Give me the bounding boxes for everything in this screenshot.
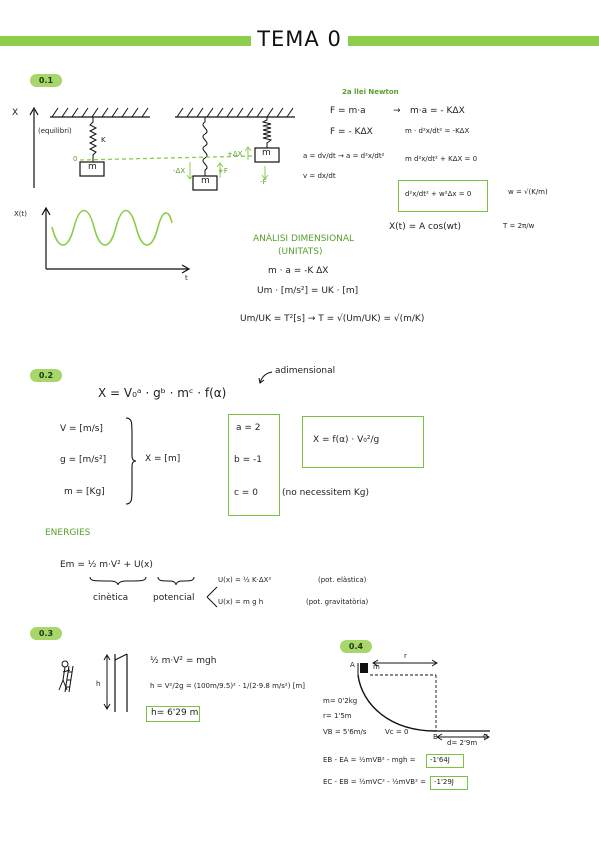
units-brace — [125, 417, 137, 505]
section-label-0-4: 0.4 — [340, 640, 372, 653]
minus-f-label: -F — [260, 178, 267, 186]
s04-ans2-box: -1'29J — [430, 776, 468, 790]
newton-title: 2a llei Newton — [342, 88, 399, 96]
t-label: t — [185, 274, 188, 282]
s04-eq2: EC - EB = ½mVC² - ½mVB² = — [323, 778, 426, 786]
arrow-1: → — [393, 106, 401, 116]
adimensional-label: adimensional — [275, 366, 336, 376]
distance-label: d= 2'9m — [447, 739, 478, 747]
s03-answer-box: h= 6'29 m — [146, 706, 200, 722]
equilibri-label: (equilibri) — [38, 127, 72, 135]
mass-3: m — [262, 148, 271, 158]
a-value: a = 2 — [236, 423, 261, 433]
dim-eq-2: Um · [m/s²] = UK · [m] — [257, 286, 359, 296]
s04-radius-val: r= 1'5m — [323, 712, 352, 720]
axis-x-label: X — [12, 108, 19, 118]
exponents-box — [228, 414, 280, 516]
s04-vc-val: Vc = 0 — [385, 728, 409, 736]
spring-k-label: K — [101, 136, 106, 144]
g-units: g = [m/s²] — [60, 455, 107, 465]
climber-figure — [58, 653, 128, 712]
plus-dx-label: +ΔX — [227, 150, 243, 158]
spring-diagram — [29, 106, 295, 191]
point-c-label: C — [483, 733, 488, 741]
eq-a-def: a = dv/dt → a = d²x/dt² — [303, 152, 385, 160]
cinetica-label: cinètica — [93, 593, 129, 603]
radius-label: r — [404, 652, 407, 660]
mass-1: m — [88, 162, 97, 172]
dim-eq-3: Um/UK = T²[s] → T = √(Um/UK) = √(m/K) — [240, 314, 425, 324]
c-value: c = 0 — [234, 488, 258, 498]
eq-ma-kdx: m·a = - KΔX — [410, 106, 465, 116]
dim-eq-1: m · a = -K ΔX — [268, 266, 329, 276]
main-equation: X = V₀ᵃ · gᵇ · mᶜ · f(α) — [98, 386, 227, 400]
zero-label: 0 — [73, 155, 78, 163]
dim-title-2: (UNITATS) — [278, 247, 323, 257]
eq-v-def: v = dx/dt — [303, 172, 336, 180]
mass-2: m — [201, 176, 210, 186]
s04-vb-val: VB = 5'6m/s — [323, 728, 367, 736]
solution-eq: X(t) = A cos(wt) — [389, 222, 462, 232]
u-elastic-eq: U(x) = ½ K·ΔX² — [218, 576, 272, 584]
minus-dx-label: -ΔX — [173, 167, 186, 175]
plus-f-label: +F — [218, 167, 228, 175]
s04-mass-label: m — [373, 663, 380, 671]
s04-eq1: EB - EA = ½mVB² - mgh = — [323, 756, 416, 764]
v-units: V = [m/s] — [60, 424, 103, 434]
eq-d2: m · d²x/dt² = -KΔX — [405, 127, 470, 135]
u-grav-eq: U(x) = m g h — [218, 598, 264, 606]
track-diagram — [357, 659, 490, 741]
eq-f-kdx: F = - KΔX — [330, 127, 373, 137]
potential-branches — [206, 586, 218, 608]
m-units: m = [Kg] — [64, 487, 105, 497]
period-eq: T = 2π/w — [503, 222, 535, 230]
eq-d2-zero: m d²x/dt² + KΔX = 0 — [405, 155, 478, 163]
cosine-graph — [41, 206, 191, 274]
section-label-0-3: 0.3 — [30, 627, 62, 640]
potencial-label: potencial — [153, 593, 195, 603]
section-label-0-2: 0.2 — [30, 369, 62, 382]
s04-mass-val: m= 0'2kg — [323, 697, 358, 705]
s04-ans1-box: -1'64J — [426, 754, 464, 768]
u-grav-note: (pot. gravitatòria) — [306, 598, 369, 606]
page-title: TEMA 0 — [0, 26, 599, 52]
point-b-label: B — [433, 733, 438, 741]
section-label-0-1: 0.1 — [30, 74, 62, 87]
s03-eq1: ½ m·V² = mgh — [150, 656, 217, 666]
em-equation: Em = ½ m·V² + U(x) — [60, 560, 153, 570]
xt-label: X(t) — [14, 210, 28, 218]
point-a-label: A — [350, 661, 355, 669]
energy-underbraces — [89, 576, 195, 586]
height-label: h — [96, 680, 101, 688]
u-elastic-note: (pot. elàstica) — [318, 576, 367, 584]
no-kg-note: (no necessitem Kg) — [282, 488, 370, 498]
x-units: X = [m] — [145, 454, 181, 464]
energies-title: ENERGIES — [45, 528, 91, 538]
s03-eq2: h = V²/2g = (100m/9.5)² · 1/(2·9.8 m/s²)… — [150, 682, 305, 690]
adim-arrow — [258, 371, 273, 384]
dim-title-1: ANÀLISI DIMENSIONAL — [253, 234, 355, 244]
b-value: b = -1 — [234, 455, 262, 465]
eq-f-ma: F = m·a — [330, 106, 366, 116]
boxed-equation: d²x/dt² + w²Δx = 0 — [398, 180, 488, 212]
omega-eq: w = √(K/m) — [508, 188, 548, 196]
result-box: X = f(α) · V₀²/g — [302, 416, 424, 468]
